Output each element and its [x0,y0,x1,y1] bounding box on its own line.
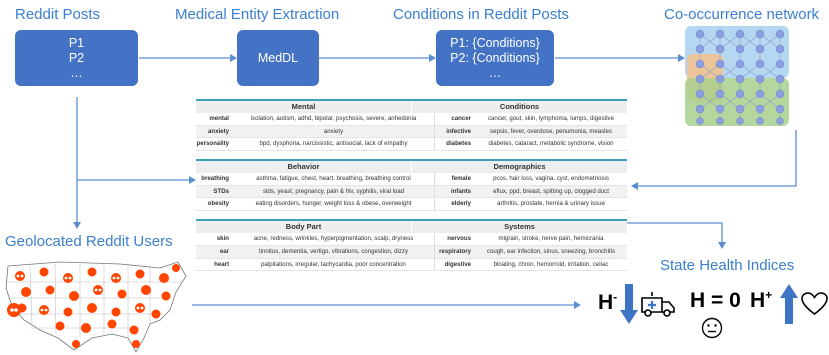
row-terms-left: tinnitus, dementia, vertigo, vibrations,… [258,247,409,255]
table-group-header: Mental Conditions [196,99,627,113]
table-row: skin acne, redness, wrinkles, hyperpigmen… [196,233,627,246]
table-row: breathing asthma, fatigue, chest, heart, … [196,173,627,186]
neutral-face-icon [701,317,723,339]
table-row: mental isolation, autism, adhd, bipolar, … [196,113,627,126]
row-key-right: infective [446,127,471,135]
up-arrow-icon [780,284,798,324]
row-terms-right: eflux, ppd, breast, spitting up, clogged… [493,187,609,195]
group-title-right: Conditions [411,101,627,113]
condition-item: … [488,66,502,80]
down-arrow-icon [620,284,638,324]
table-group-header: Body Part Systems [196,219,627,234]
row-terms-left: acne, redness, wrinkles, hyperpigmentati… [253,235,414,243]
row-terms-left: anxiety [323,127,344,135]
table-row: obesity eating disorders, hunger, weight … [196,198,627,212]
row-terms-left: stds, yeast, pregnancy, pain & hiv, syph… [262,187,405,195]
row-terms-right: sepsis, fever, overdose, penumonia, meas… [490,127,612,135]
row-key-left: ear [219,247,229,255]
meddl-box: MedDL [237,30,319,86]
row-key-right: digestive [444,260,471,268]
row-key-right: cancer [451,115,471,122]
row-key-left: skin [216,235,229,243]
ambulance-icon [641,292,675,317]
row-key-right: diabetes [446,140,471,148]
post-item: … [70,66,83,80]
row-terms-right: bloating, chron, hemorroid, irritation, … [493,260,609,268]
post-item: P1 [68,36,85,50]
row-terms-right: diabetes, cataract, metabolic syndrome, … [488,140,614,148]
group-title-left: Body Part [285,222,322,232]
stage-title-reddit-posts: Reddit Posts [15,6,101,23]
row-key-left: personality [196,140,229,148]
h-plus-letter: H [750,289,766,312]
geolocated-users-title: Geolocated Reddit Users [5,233,173,250]
row-terms-right: cough, ear infection, sinus, sneezing, b… [486,247,616,255]
post-item: P2 [68,51,85,65]
h-minus-sup: - [613,290,618,304]
table-row: personality bpd, dysphoria, narcissistic,… [196,138,627,152]
heart-icon [801,292,828,315]
row-key-left: anxiety [207,127,229,135]
row-terms-right: migrain, stroke, nerve pain, hemicrania [498,235,604,243]
h-minus-label: H- [598,290,617,315]
group-title-left: Mental [291,102,316,111]
conditions-box: P1: {Conditions} P2: {Conditions} … [436,30,554,86]
stage-title-conditions: Conditions in Reddit Posts [393,6,569,23]
row-key-right: respiratory [439,247,471,255]
row-terms-left: bpd, dysphoria, narcissistic, antisocial… [259,140,408,148]
arrow-network-to-table [631,130,797,190]
row-key-right: female [451,175,471,183]
stage-title-extraction: Medical Entity Extraction [175,6,340,23]
row-key-left: obesity [207,200,229,208]
row-key-right: elderly [451,200,471,208]
row-terms-right: arthritis, prostate, hernia & urinary is… [497,200,605,208]
row-terms-right: cancer, gout, skin, lymphoma, lumps, dig… [488,115,614,122]
row-key-left: STDs [213,187,229,195]
table-row: anxiety anxiety infective sepsis, fever, o… [196,125,627,139]
row-terms-left: isolation, autism, adhd, bipolar, psycho… [250,115,417,122]
row-key-left: mental [209,115,229,122]
group-title-right: Systems [411,221,627,234]
row-terms-left: eating disorders, hunger, weight loss & … [255,200,412,208]
row-terms-right: pcos, hair loss, vagina, cyst, endometri… [493,175,609,183]
table-group-header: Behavior Demographics [196,159,627,174]
stage-title-network: Co-occurrence network [664,6,820,23]
group-title-right: Demographics [411,161,627,174]
group-title-left: Behavior [287,162,320,172]
reddit-alien-icon [7,264,180,348]
table-row: STDs stds, yeast, pregnancy, pain & hiv, … [196,185,627,199]
table-row: heart palpitations, irregular, tachycardi… [196,258,627,272]
state-health-title: State Health Indices [660,257,795,274]
meddl-label: MedDL [257,50,299,65]
row-key-left: heart [214,260,229,268]
row-terms-left: asthma, fatigue, chest, heart, breathing… [256,175,411,183]
h-plus-label: H+ [750,288,772,313]
row-key-left: breathing [201,175,229,183]
us-map-icon [5,261,187,353]
row-key-right: infants [451,187,471,195]
row-terms-left: palpitations, irregular, tachycardia, po… [261,260,406,268]
h-minus-letter: H [598,291,614,314]
condition-item: P2: {Conditions} [450,51,540,65]
condition-topics-table: Mental Conditions mental isolation, autis… [196,99,627,272]
row-key-right: nervous [447,235,471,243]
condition-item: P1: {Conditions} [450,36,540,50]
reddit-posts-box: P1 P2 … [15,30,138,86]
cooccurrence-network-graphic [685,26,789,126]
h-plus-sup: + [765,288,773,302]
table-row: ear tinnitus, dementia, vertigo, vibratio… [196,245,627,259]
h-zero-label: H = 0 [690,289,741,312]
